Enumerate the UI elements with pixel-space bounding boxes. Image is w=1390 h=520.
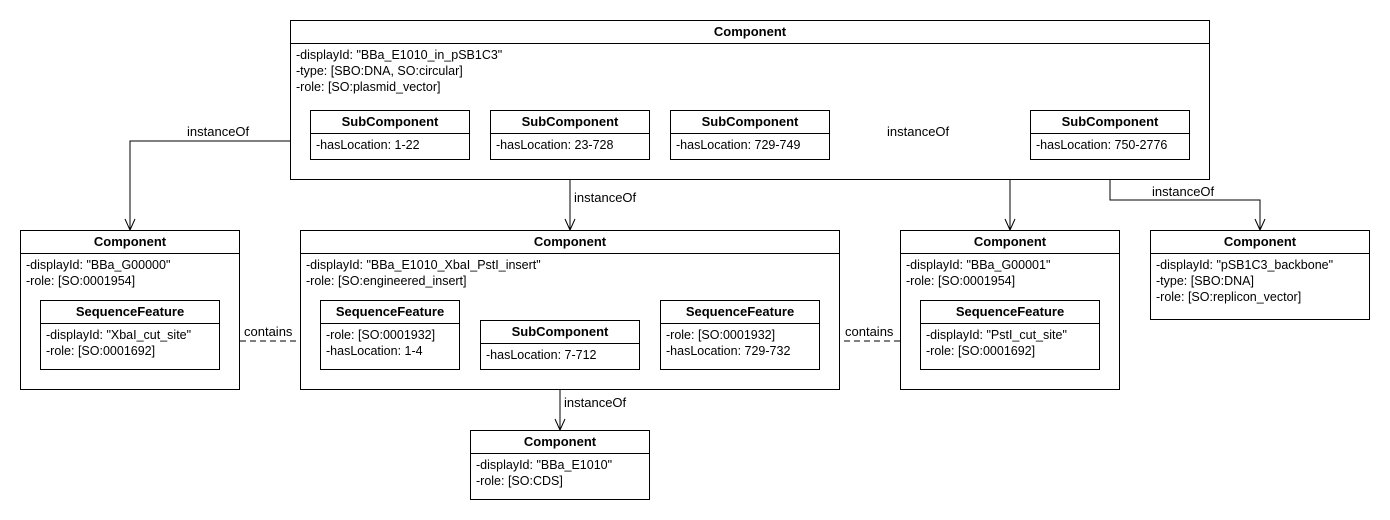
attr-display-id: -displayId: "XbaI_cut_site" [46, 328, 192, 342]
component-insert-attrs: -displayId: "BBa_E1010_XbaI_PstI_insert"… [301, 254, 839, 289]
sequencefeature-insert-right-title: SequenceFeature [661, 301, 819, 324]
sequencefeature-insert-right-attrs: -role: [SO:0001932] -hasLocation: 729-73… [661, 324, 819, 359]
subcomponent-1-attrs: -hasLocation: 1-22 [311, 134, 469, 153]
attr-display-id: -displayId: "PstI_cut_site" [926, 328, 1067, 342]
sequencefeature-xbai[interactable]: SequenceFeature -displayId: "XbaI_cut_si… [40, 300, 220, 370]
subcomponent-insert-attrs: -hasLocation: 7-712 [481, 344, 639, 363]
sequencefeature-insert-left-title: SequenceFeature [321, 301, 459, 324]
component-backbone[interactable]: Component -displayId: "pSB1C3_backbone" … [1150, 230, 1370, 320]
subcomponent-4[interactable]: SubComponent -hasLocation: 750-2776 [1030, 110, 1190, 160]
attr-display-id: -displayId: "BBa_E1010_XbaI_PstI_insert" [306, 258, 541, 272]
attr-has-location: -hasLocation: 1-22 [316, 138, 420, 152]
subcomponent-2-attrs: -hasLocation: 23-728 [491, 134, 649, 153]
attr-role: -role: [SO:CDS] [476, 474, 563, 488]
component-insert-title: Component [301, 231, 839, 254]
edge-label-instanceof: instanceOf [564, 395, 627, 410]
component-backbone-attrs: -displayId: "pSB1C3_backbone" -type: [SB… [1151, 254, 1369, 305]
component-g00001-title: Component [901, 231, 1119, 254]
edge-label-instanceof: instanceOf [574, 190, 637, 205]
component-e1010-title: Component [471, 431, 649, 454]
edge-instanceof-sub1-g00000 [124, 134, 311, 232]
edge-label-instanceof: instanceOf [1152, 184, 1215, 199]
attr-display-id: -displayId: "BBa_G00001" [906, 258, 1051, 272]
subcomponent-2[interactable]: SubComponent -hasLocation: 23-728 [490, 110, 650, 160]
attr-role: -role: [SO:engineered_insert] [306, 274, 467, 288]
subcomponent-3-title: SubComponent [671, 111, 829, 134]
attr-display-id: -displayId: "pSB1C3_backbone" [1156, 258, 1334, 272]
subcomponent-insert-title: SubComponent [481, 321, 639, 344]
edge-label-instanceof: instanceOf [887, 124, 950, 139]
sequencefeature-psti-title: SequenceFeature [921, 301, 1099, 324]
attr-has-location: -hasLocation: 729-749 [676, 138, 801, 152]
sequencefeature-psti-attrs: -displayId: "PstI_cut_site" -role: [SO:0… [921, 324, 1099, 359]
component-backbone-title: Component [1151, 231, 1369, 254]
edge-label-instanceof: instanceOf [187, 124, 250, 139]
attr-role: -role: [SO:plasmid_vector] [296, 80, 441, 94]
component-plasmid-title: Component [291, 21, 1209, 44]
subcomponent-3[interactable]: SubComponent -hasLocation: 729-749 [670, 110, 830, 160]
attr-role: -role: [SO:replicon_vector] [1156, 290, 1302, 304]
subcomponent-insert[interactable]: SubComponent -hasLocation: 7-712 [480, 320, 640, 370]
attr-has-location: -hasLocation: 750-2776 [1036, 138, 1168, 152]
attr-display-id: -displayId: "BBa_G00000" [26, 258, 171, 272]
sequencefeature-insert-left[interactable]: SequenceFeature -role: [SO:0001932] -has… [320, 300, 460, 370]
component-e1010[interactable]: Component -displayId: "BBa_E1010" -role:… [470, 430, 650, 500]
sequencefeature-xbai-title: SequenceFeature [41, 301, 219, 324]
sequencefeature-xbai-attrs: -displayId: "XbaI_cut_site" -role: [SO:0… [41, 324, 219, 359]
attr-type: -type: [SBO:DNA, SO:circular] [296, 64, 463, 78]
attr-role: -role: [SO:0001954] [26, 274, 136, 288]
edge-label-contains: contains [244, 324, 293, 339]
subcomponent-1[interactable]: SubComponent -hasLocation: 1-22 [310, 110, 470, 160]
attr-role: -role: [SO:0001932] [666, 328, 776, 342]
attr-display-id: -displayId: "BBa_E1010_in_pSB1C3" [296, 48, 503, 62]
attr-has-location: -hasLocation: 729-732 [666, 344, 791, 358]
component-g00001-attrs: -displayId: "BBa_G00001" -role: [SO:0001… [901, 254, 1119, 289]
subcomponent-2-title: SubComponent [491, 111, 649, 134]
subcomponent-4-title: SubComponent [1031, 111, 1189, 134]
attr-has-location: -hasLocation: 23-728 [496, 138, 614, 152]
attr-display-id: -displayId: "BBa_E1010" [476, 458, 613, 472]
attr-role: -role: [SO:0001692] [926, 344, 1036, 358]
component-g00000-title: Component [21, 231, 239, 254]
component-g00000-attrs: -displayId: "BBa_G00000" -role: [SO:0001… [21, 254, 239, 289]
attr-has-location: -hasLocation: 7-712 [486, 348, 597, 362]
attr-role: -role: [SO:0001692] [46, 344, 156, 358]
subcomponent-1-title: SubComponent [311, 111, 469, 134]
subcomponent-4-attrs: -hasLocation: 750-2776 [1031, 134, 1189, 153]
component-plasmid-attrs: -displayId: "BBa_E1010_in_pSB1C3" -type:… [291, 44, 1209, 95]
sequencefeature-insert-left-attrs: -role: [SO:0001932] -hasLocation: 1-4 [321, 324, 459, 359]
edge-label-contains: contains [845, 324, 894, 339]
component-e1010-attrs: -displayId: "BBa_E1010" -role: [SO:CDS] [471, 454, 649, 489]
subcomponent-3-attrs: -hasLocation: 729-749 [671, 134, 829, 153]
sequencefeature-insert-right[interactable]: SequenceFeature -role: [SO:0001932] -has… [660, 300, 820, 370]
attr-role: -role: [SO:0001932] [326, 328, 436, 342]
attr-type: -type: [SBO:DNA] [1156, 274, 1254, 288]
attr-role: -role: [SO:0001954] [906, 274, 1016, 288]
sequencefeature-psti[interactable]: SequenceFeature -displayId: "PstI_cut_si… [920, 300, 1100, 370]
attr-has-location: -hasLocation: 1-4 [326, 344, 423, 358]
